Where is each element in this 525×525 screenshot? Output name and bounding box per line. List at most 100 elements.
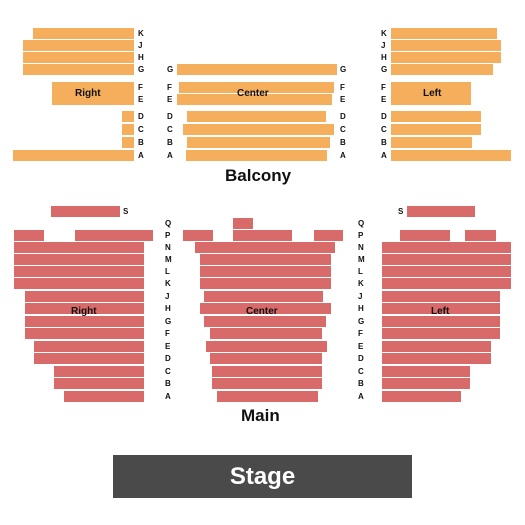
main-left-row-G[interactable] — [382, 316, 500, 327]
main-right-row-J[interactable] — [25, 291, 144, 302]
main-left-row-E[interactable] — [382, 341, 491, 352]
balcony-right-row-D[interactable] — [122, 111, 134, 122]
main-right-row-L[interactable] — [14, 266, 144, 277]
balcony-center-right-rowlabel-D: D — [340, 112, 346, 121]
main-center-row-L[interactable] — [200, 266, 331, 277]
balcony-center-left-rowlabel-A: A — [167, 151, 173, 160]
main-right-row-S[interactable] — [51, 206, 120, 217]
main-left-row-P-b[interactable] — [465, 230, 496, 241]
main-left-row-P-a[interactable] — [400, 230, 450, 241]
main-right-rowlabel-H: H — [165, 304, 171, 313]
main-left-row-D[interactable] — [382, 353, 491, 364]
balcony-right-block-FE[interactable] — [52, 82, 134, 105]
main-center-row-G[interactable] — [204, 316, 326, 327]
balcony-right-rowlabel-J: J — [138, 41, 143, 50]
main-right-row-B[interactable] — [54, 378, 144, 389]
main-right-row-M[interactable] — [14, 254, 144, 265]
main-left-row-F[interactable] — [382, 328, 500, 339]
main-left-row-S[interactable] — [407, 206, 475, 217]
balcony-center-left-rowlabel-B: B — [167, 138, 173, 147]
balcony-center-row-F[interactable] — [179, 82, 334, 93]
main-left-row-K[interactable] — [382, 278, 511, 289]
balcony-center-row-A[interactable] — [186, 150, 327, 161]
main-left-row-L[interactable] — [382, 266, 511, 277]
balcony-right-row-J[interactable] — [23, 40, 134, 51]
main-center-row-A[interactable] — [217, 391, 318, 402]
main-left-row-J[interactable] — [382, 291, 500, 302]
balcony-left-row-B[interactable] — [391, 137, 472, 148]
balcony-right-row-H[interactable] — [23, 52, 134, 63]
balcony-right-rowlabel-D: D — [138, 112, 144, 121]
main-left-row-H[interactable] — [382, 303, 500, 314]
main-center-row-Q[interactable] — [233, 218, 253, 229]
main-right-rowlabel-D: D — [165, 354, 171, 363]
main-left-row-N[interactable] — [382, 242, 511, 253]
main-center-row-M[interactable] — [200, 254, 331, 265]
main-right-row-K[interactable] — [14, 278, 144, 289]
main-left-rowlabel-S: S — [398, 207, 404, 216]
main-right-rowlabel-Q: Q — [165, 219, 172, 228]
main-center-row-K[interactable] — [200, 278, 331, 289]
main-right-rowlabel-B: B — [165, 379, 171, 388]
balcony-left-row-G[interactable] — [391, 64, 493, 75]
balcony-right-row-B[interactable] — [122, 137, 134, 148]
main-left-rowlabel-N: N — [358, 243, 364, 252]
main-right-row-E[interactable] — [34, 341, 144, 352]
main-right-row-D[interactable] — [34, 353, 144, 364]
balcony-center-row-C[interactable] — [183, 124, 334, 135]
main-right-row-F[interactable] — [25, 328, 144, 339]
main-center-row-C[interactable] — [212, 366, 322, 377]
main-right-row-P-b[interactable] — [75, 230, 153, 241]
main-left-row-B[interactable] — [382, 378, 470, 389]
balcony-right-rowlabel-E: E — [138, 95, 144, 104]
balcony-center-row-G[interactable] — [177, 64, 337, 75]
balcony-right-row-G[interactable] — [23, 64, 134, 75]
main-right-row-P-a[interactable] — [14, 230, 44, 241]
balcony-left-row-K[interactable] — [391, 28, 497, 39]
main-title: Main — [241, 406, 280, 425]
main-right-row-N[interactable] — [14, 242, 144, 253]
main-left-row-C[interactable] — [382, 366, 470, 377]
main-center-row-J[interactable] — [204, 291, 323, 302]
balcony-right-row-C[interactable] — [122, 124, 134, 135]
main-left-row-A[interactable] — [382, 391, 461, 402]
main-center-row-E[interactable] — [206, 341, 327, 352]
balcony-right-row-K[interactable] — [33, 28, 134, 39]
balcony-right-rowlabel-K: K — [138, 29, 144, 38]
balcony-left-rowlabel-F: F — [381, 83, 386, 92]
main-center-label: Center — [246, 306, 278, 317]
balcony-center-row-E[interactable] — [177, 94, 332, 105]
main-left-rowlabel-A: A — [358, 392, 364, 401]
main-center-row-P-b[interactable] — [233, 230, 292, 241]
main-left-rowlabel-D: D — [358, 354, 364, 363]
balcony-center-left-rowlabel-F: F — [167, 83, 172, 92]
balcony-right-row-A[interactable] — [13, 150, 134, 161]
balcony-left-row-H[interactable] — [391, 52, 501, 63]
main-right-row-A[interactable] — [64, 391, 144, 402]
main-center-row-B[interactable] — [212, 378, 322, 389]
balcony-left-row-C[interactable] — [391, 124, 481, 135]
balcony-center-row-B[interactable] — [187, 137, 330, 148]
balcony-center-right-rowlabel-G: G — [340, 65, 347, 74]
main-center-row-H[interactable] — [200, 303, 331, 314]
balcony-left-rowlabel-C: C — [381, 125, 387, 134]
main-right-row-H[interactable] — [25, 303, 144, 314]
main-center-row-F[interactable] — [210, 328, 322, 339]
main-right-row-G[interactable] — [25, 316, 144, 327]
main-left-rowlabel-Q: Q — [358, 219, 365, 228]
balcony-left-row-J[interactable] — [391, 40, 501, 51]
balcony-left-block-FE[interactable] — [391, 82, 471, 105]
balcony-left-row-D[interactable] — [391, 111, 481, 122]
main-right-row-C[interactable] — [54, 366, 144, 377]
main-center-row-P-a[interactable] — [183, 230, 213, 241]
balcony-left-row-A[interactable] — [391, 150, 511, 161]
balcony-center-right-rowlabel-C: C — [340, 125, 346, 134]
main-left-row-M[interactable] — [382, 254, 511, 265]
main-center-row-P-c[interactable] — [314, 230, 343, 241]
main-center-row-D[interactable] — [210, 353, 322, 364]
main-center-row-N[interactable] — [195, 242, 335, 253]
balcony-left-rowlabel-G: G — [381, 65, 388, 74]
balcony-center-row-D[interactable] — [187, 111, 326, 122]
main-right-rowlabel-M: M — [165, 255, 172, 264]
